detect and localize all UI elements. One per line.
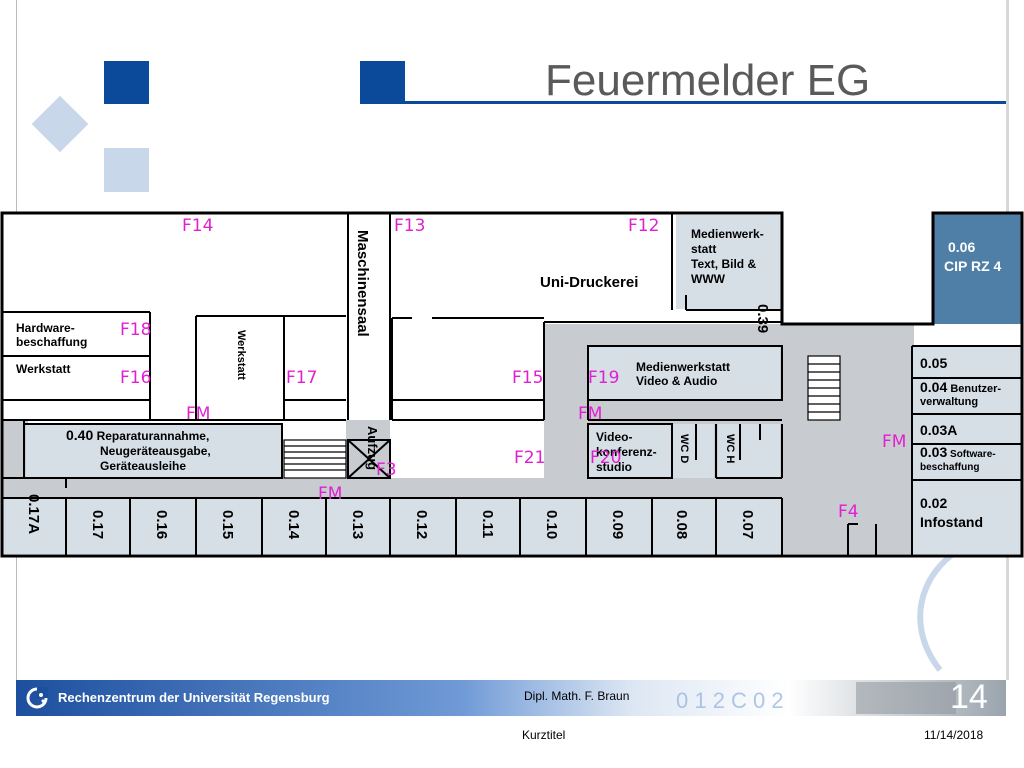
- deco-diamond: [31, 95, 89, 153]
- footer-date: 11/14/2018: [924, 728, 984, 742]
- room-label-maschinensaal: Maschinensaal: [354, 230, 371, 337]
- room-003: [912, 444, 1022, 480]
- room-label-012: 0.12: [413, 510, 430, 540]
- room-004-text-2: verwaltung: [920, 396, 979, 408]
- room-label-040: 0.40 Reparaturannahme, Neugeräteausgabe,…: [66, 428, 211, 474]
- detector-fm-4: FM: [318, 484, 343, 504]
- room-label-hardware: Hardware- beschaffung: [16, 321, 88, 349]
- room-wc-d: [672, 424, 714, 478]
- detector-fm-1: FM: [186, 404, 211, 424]
- room-label-004: 0.04 Benutzer- verwaltung: [920, 379, 1002, 409]
- room-label-werkstatt-vertical: Werkstatt: [235, 330, 247, 380]
- rz-logo-icon: [26, 687, 48, 709]
- room-label-017: 0.17: [89, 510, 106, 540]
- outer-walls: [0, 211, 1024, 558]
- room-label-010: 0.10: [543, 510, 560, 540]
- detector-fm-3: FM: [882, 432, 907, 452]
- title-underline: [405, 101, 1006, 104]
- room-040-num: 0.40: [66, 427, 94, 443]
- room-label-005: 0.05: [920, 355, 948, 371]
- room-medienwerkstatt-tbw: [676, 215, 782, 309]
- corridor-stair-area: [780, 324, 914, 554]
- room-wc-h: [718, 424, 780, 478]
- room-003a: [912, 414, 1022, 444]
- room-label-003: 0.03 Software- beschaffung: [920, 444, 996, 474]
- room-040-text-1: Reparaturannahme,: [96, 429, 210, 443]
- room-label-008: 0.08: [673, 510, 690, 540]
- room-040-text-3: Geräteausleihe: [100, 459, 187, 473]
- room-040-text-2: Neugeräteausgabe,: [100, 444, 211, 458]
- footer-author: Dipl. Math. F. Braun: [524, 689, 630, 703]
- deco-square-dark-2: [360, 61, 405, 104]
- room-label-medien-video: Medienwerkstatt Video & Audio: [636, 360, 731, 388]
- room-004-text-1: Benutzer-: [950, 383, 1002, 395]
- detector-f21: F21: [514, 448, 546, 468]
- detector-fm-2: FM: [578, 404, 603, 424]
- room-label-016: 0.16: [153, 510, 170, 540]
- detector-f16: F16: [120, 368, 152, 388]
- detector-f19: F19: [588, 368, 620, 388]
- room-label-wc-h: WC H: [724, 434, 736, 464]
- room-label-002-num: 0.02: [920, 495, 948, 511]
- room-label-002-name: Infostand: [920, 514, 983, 530]
- room-003-text-2: beschaffung: [920, 462, 980, 473]
- room-medienwerkstatt-video: [588, 346, 780, 400]
- svg-text:0 1 2 C 0 2: 0 1 2 C 0 2: [676, 688, 784, 713]
- footer-org: Rechenzentrum der Universität Regensburg: [58, 690, 330, 705]
- bottom-rooms-fill: [2, 498, 782, 554]
- room-video-konferenz: [588, 424, 672, 478]
- detector-f17: F17: [286, 368, 318, 388]
- room-002: [912, 480, 1022, 554]
- footer-short-title: Kurztitel: [522, 728, 566, 742]
- room-label-007: 0.07: [739, 510, 756, 540]
- room-label-cip-name: CIP RZ 4: [944, 258, 1002, 274]
- floor-plan: [0, 211, 1024, 558]
- detector-f18: F18: [120, 320, 152, 340]
- room-label-011: 0.11: [479, 510, 496, 539]
- room-label-009: 0.09: [609, 510, 626, 540]
- stairs-west: [283, 439, 347, 479]
- room-label-wc-d: WC D: [678, 434, 690, 464]
- detector-f12: F12: [628, 216, 660, 236]
- inner-walls: [2, 213, 1022, 556]
- room-label-uni-druckerei: Uni-Druckerei: [540, 274, 639, 291]
- room-040: [26, 424, 282, 478]
- room-label-cip-num: 0.06: [948, 239, 976, 255]
- corridor-south: [2, 478, 914, 498]
- rz-logo-svg: [26, 687, 48, 709]
- room-label-017a: 0.17A: [25, 494, 42, 535]
- detector-f4: F4: [838, 502, 859, 522]
- detector-f20: F20: [590, 448, 622, 468]
- deco-square-dark-1: [104, 61, 149, 104]
- detector-f14: F14: [182, 216, 214, 236]
- corridor-lift: [346, 420, 390, 480]
- room-003-num: 0.03: [920, 444, 948, 460]
- room-005: [912, 346, 1022, 378]
- detector-f13: F13: [394, 216, 426, 236]
- room-label-039: 0.39: [754, 304, 771, 334]
- deco-square-light: [104, 148, 149, 192]
- room-label-014: 0.14: [285, 510, 302, 540]
- room-label-015: 0.15: [219, 510, 236, 540]
- room-label-003a: 0.03A: [920, 422, 958, 438]
- room-label-medienwerkstatt-tbw: Medienwerk- statt Text, Bild & WWW: [691, 227, 764, 286]
- room-cip: [933, 213, 1022, 324]
- detector-f3: F3: [376, 460, 397, 480]
- room-label-013: 0.13: [349, 510, 366, 540]
- footer-band: 0 1 2 C 0 2 Rechenzentrum der Universitä…: [16, 678, 1006, 716]
- detector-f15: F15: [512, 368, 544, 388]
- room-label-werkstatt: Werkstatt: [16, 362, 71, 376]
- page-title: Feuermelder EG: [545, 56, 871, 105]
- room-004-num: 0.04: [920, 379, 948, 395]
- footer-page-number: 14: [950, 678, 988, 716]
- room-004: [912, 378, 1022, 414]
- room-003-text-1: Software-: [950, 449, 996, 460]
- stairs-east: [807, 355, 841, 421]
- room-label-video-konferenz: Video- konferenz- studio: [596, 430, 657, 474]
- footer-gradient: 0 1 2 C 0 2: [16, 680, 1006, 716]
